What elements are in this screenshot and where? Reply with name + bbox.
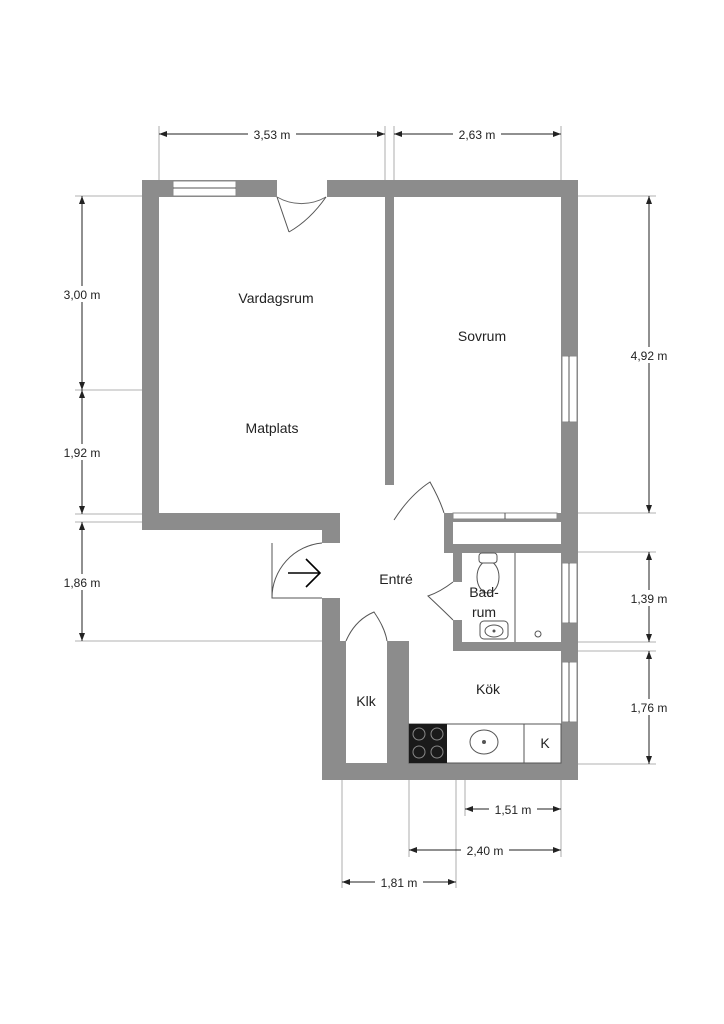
room-label-bedroom: Sovrum	[458, 328, 506, 344]
dim-top-right: 2,63 m	[459, 128, 496, 142]
sink-icon	[469, 729, 499, 755]
dim-bottom-1: 1,51 m	[495, 803, 532, 817]
dim-right-middle: 1,39 m	[631, 592, 668, 606]
fridge-label: K	[540, 735, 550, 751]
bathroom-fixtures	[476, 552, 542, 642]
dim-left-top: 3,00 m	[64, 288, 101, 302]
dim-right-bottom: 1,76 m	[631, 701, 668, 715]
room-label-living: Vardagsrum	[238, 290, 313, 306]
room-label-kitchen: Kök	[476, 681, 501, 697]
dim-left-middle: 1,92 m	[64, 446, 101, 460]
dim-bottom-2: 2,40 m	[467, 844, 504, 858]
dim-bottom-3: 1,81 m	[381, 876, 418, 890]
dimension-labels: 3,53 m 2,63 m 3,00 m 1,92 m 1,86 m 4,92 …	[56, 126, 675, 890]
room-label-bath-2: rum	[472, 604, 496, 620]
walls	[142, 180, 578, 780]
entry-arrow-icon	[288, 558, 322, 588]
dim-top-left: 3,53 m	[254, 128, 291, 142]
dim-right-top: 4,92 m	[631, 349, 668, 363]
drain-icon	[534, 630, 542, 638]
sink-icon	[479, 620, 509, 640]
room-label-entrance: Entré	[379, 571, 413, 587]
stove-icon	[409, 724, 447, 763]
room-label-bath-1: Bad-	[469, 584, 499, 600]
toilet-icon	[476, 552, 500, 594]
windows	[172, 180, 578, 723]
room-label-closet: Klk	[356, 693, 376, 709]
dim-left-bottom: 1,86 m	[64, 576, 101, 590]
room-labels: Vardagsrum Matplats Sovrum Entré Bad- ru…	[238, 290, 550, 751]
kitchen-fixtures	[408, 723, 562, 764]
room-label-dining: Matplats	[246, 420, 299, 436]
doors	[271, 180, 454, 642]
